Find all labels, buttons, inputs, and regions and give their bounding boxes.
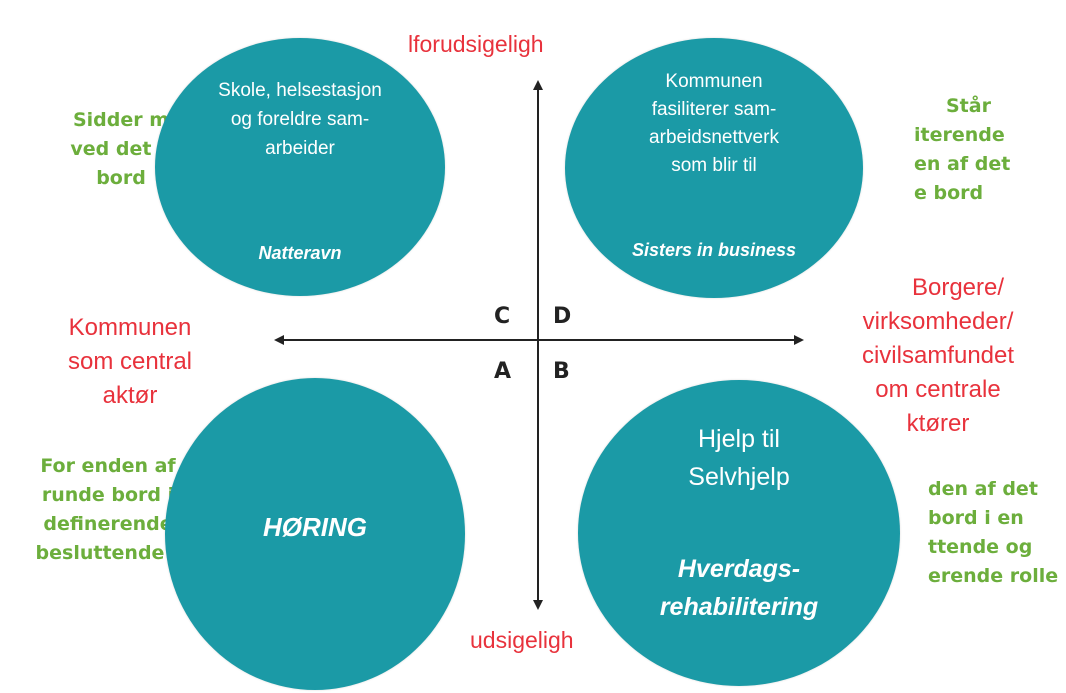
circle-c-example: Natteravn [258,243,342,263]
quadrant-d-label: D [553,304,572,329]
circle-d-line: som blir til [671,155,757,176]
right-bottom-green-label: den af det bord i en ttende og erende ro… [928,475,1064,591]
green-line: iterende [914,124,1005,146]
circle-c-line: Skole, helsestasjon [218,80,382,101]
green-line: e bord [914,182,984,204]
green-line: ttende og [928,536,1033,558]
circle-d-example: Sisters in business [631,240,797,260]
green-line: bord i en [928,507,1024,529]
right-axis-label-line: ktører [906,410,970,437]
green-line: Sidder m [72,109,170,131]
left-axis-label-line: aktør [102,382,158,409]
left-top-green-label: Sidder m ved det n bord [36,106,206,193]
circle-b: Hjelp til Selvhjelp Hverdags- rehabilite… [578,380,900,686]
left-bottom-green-label: For enden af runde bord i definerende be… [8,452,208,568]
quadrant-a-label: A [494,359,512,384]
left-axis-label: Kommunen som central aktør [30,311,230,413]
green-line: besluttende r [35,542,181,564]
green-line: ved det n [70,138,172,160]
circle-c-line: arbeider [265,138,335,159]
circle-d-text: Kommunen fasiliterer sam- arbeidsnettver… [594,68,834,180]
circle-a-example: HØRING [263,512,367,542]
right-axis-label-line: virksomheder/ [862,308,1014,335]
circle-d-line: arbeidsnettverk [649,127,779,148]
green-line: en af det [914,153,1011,175]
left-axis-label-line: Kommunen [68,314,192,341]
green-line: bord [96,167,146,189]
right-axis-label-line: Borgere/ [911,274,1005,301]
circle-c-line: og foreldre sam- [230,109,370,130]
circle-b-example-line: rehabilitering [659,593,819,621]
quadrant-b-label: B [553,359,570,384]
green-line: den af det [928,478,1038,500]
green-line: Står [946,95,991,117]
left-axis-label-line: som central [67,348,193,375]
circle-b-line: Hjelp til [698,425,780,453]
right-top-green-label: Står iterende en af det e bord [914,92,1064,208]
quadrant-c-label: C [494,304,511,329]
green-line: definerende [43,513,173,535]
bottom-axis-label: udsigeligh [470,627,574,653]
circle-c: Skole, helsestasjon og foreldre sam- arb… [155,38,445,296]
green-line: For enden af [40,455,176,477]
circle-b-example-line: Hverdags- [677,555,801,583]
right-axis-label-line: civilsamfundet [861,342,1015,369]
right-axis-label: Borgere/ virksomheder/ civilsamfundet om… [826,271,1050,441]
circle-d-line: Kommunen [665,71,763,92]
right-axis-label-line: om centrale [875,376,1001,403]
circle-b-line: Selvhjelp [688,463,790,491]
circle-b-example: Hverdags- rehabilitering [609,550,869,626]
circle-b-text: Hjelp til Selvhjelp [609,420,869,496]
circle-d: Kommunen fasiliterer sam- arbeidsnettver… [565,38,863,298]
green-line: runde bord i [41,484,175,506]
top-axis-label: lforudsigeligh [408,31,544,57]
circle-a: HØRING [165,378,465,690]
circle-d-line: fasiliterer sam- [651,99,777,120]
green-line: erende rolle [928,565,1059,587]
circle-c-text: Skole, helsestasjon og foreldre sam- arb… [180,76,420,163]
